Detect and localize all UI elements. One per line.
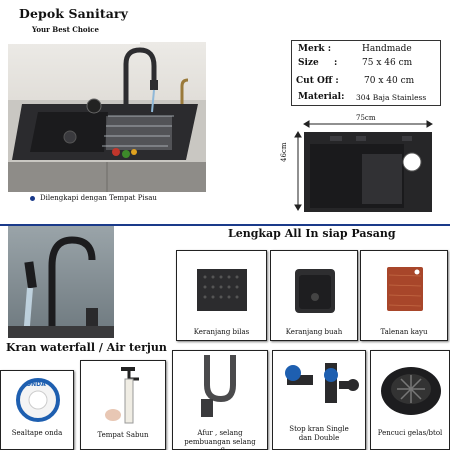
accessory-label: Keranjang bilas: [193, 328, 250, 336]
faucet-caption: Kran waterfall / Air terjun: [6, 341, 167, 354]
faucet-photo: [8, 226, 114, 338]
dim-height-label: 46cm: [280, 142, 288, 162]
main-sink-photo: [8, 42, 206, 192]
spec-key-material: Material:: [298, 92, 345, 102]
accessory-panel-soap-dispenser: Tempat Sabun: [80, 360, 166, 450]
brand-tagline: Your Best Choice: [32, 25, 99, 34]
cutting-board-icon: [387, 267, 423, 311]
spec-table: Merk : Handmade Size : 75 x 46 cm Cut Of…: [291, 40, 441, 106]
brand-name: Depok Sanitary: [19, 6, 128, 21]
accessory-panel-stop-valve: Stop kran Single dan Double: [272, 350, 366, 450]
fruit-basket-icon: [295, 269, 335, 313]
accessory-panel-fruit-basket: Keranjang buah: [270, 250, 358, 341]
accessory-label: Stop kran Single dan Double: [289, 425, 349, 442]
spec-value-merk: Handmade: [362, 44, 412, 54]
spec-value-cutoff: 70 x 40 cm: [364, 76, 415, 86]
accessory-label: Pencuci gelas/btol: [377, 429, 443, 437]
sealtape-brand: ONDA: [26, 381, 46, 388]
dim-width-label: 75cm: [356, 114, 376, 122]
spec-key-size: Size: [298, 58, 319, 68]
accessory-label: Tempat Sabun: [97, 431, 149, 439]
brand-box: [0, 0, 140, 44]
accessory-panel-glass-washer: Pencuci gelas/btol: [370, 350, 450, 450]
complete-heading: Lengkap All In siap Pasang: [228, 227, 396, 240]
accessory-label: Afur , selang pembuangan selang overflow: [184, 429, 256, 450]
spec-value-size: 75 x 46 cm: [362, 58, 413, 68]
glass-washer-icon: [381, 367, 441, 415]
accessory-panel-sealtape: ONDA Sealtape onda: [0, 370, 74, 450]
accessory-panel-cutting-board: Talenan kayu: [360, 250, 448, 341]
spec-key-cutoff: Cut Off :: [296, 76, 339, 86]
accessory-panel-drain-hose: Afur , selang pembuangan selang overflow: [172, 350, 268, 450]
soap-dispenser-icon: [105, 367, 139, 424]
main-caption-dot: [30, 196, 35, 201]
rinse-basket-icon: [197, 269, 247, 311]
divider-horizontal: [0, 224, 450, 226]
stop-valve-icon: [285, 363, 359, 403]
spec-sep-size: :: [334, 58, 338, 68]
sealtape-icon: [16, 378, 60, 422]
dimension-diagram: [294, 120, 433, 212]
accessory-label: Keranjang buah: [285, 328, 343, 336]
accessory-label: Sealtape onda: [11, 429, 63, 437]
spec-key-merk: Merk :: [298, 44, 332, 54]
accessory-label: Talenan kayu: [380, 328, 428, 336]
drain-hose-icon: [201, 355, 236, 417]
spec-value-material: 304 Baja Stainless: [356, 93, 427, 102]
main-caption: Dilengkapi dengan Tempat Pisau: [40, 194, 157, 202]
accessory-panel-rinse-basket: Keranjang bilas: [176, 250, 267, 341]
